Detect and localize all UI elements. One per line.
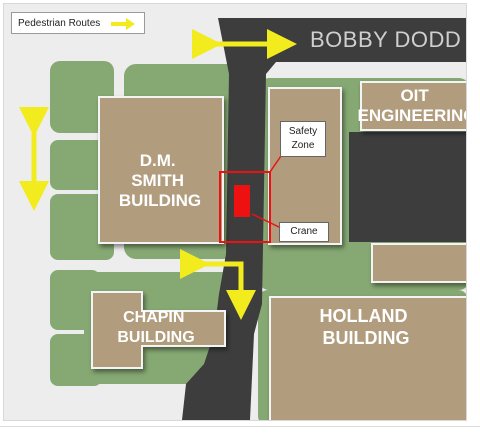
- campus-map: BOBBY DODD W D.M. SMITH BUILDING CHAPIN …: [3, 3, 467, 421]
- holland-building: [269, 296, 466, 420]
- street-name: BOBBY DODD W: [310, 27, 466, 52]
- oit-label: OIT ENGINEERING: [357, 86, 466, 125]
- holland-label-line2: BUILDING: [323, 328, 410, 348]
- route-arrow-icon: [111, 18, 135, 30]
- chapin-label: CHAPIN BUILDING: [117, 309, 194, 346]
- holland-label-line1: HOLLAND: [319, 306, 407, 326]
- legend-box: Pedestrian Routes: [11, 12, 145, 34]
- dm-smith-building: [98, 96, 224, 244]
- chapin-label-line2: BUILDING: [117, 329, 194, 346]
- oit-label-line2: ENGINEERING: [357, 106, 466, 125]
- crane-marker: [234, 185, 250, 217]
- pedestrian-routes: [19, 29, 297, 320]
- dm-smith-label-line1: D.M.: [140, 151, 176, 170]
- legend-label: Pedestrian Routes: [18, 17, 101, 29]
- safety-zone-callout-line2: Zone: [291, 140, 315, 151]
- dm-smith-label: D.M. SMITH BUILDING: [119, 151, 201, 210]
- building-shapes: [91, 81, 466, 420]
- crane-pointer: [251, 213, 282, 229]
- route-arrow-detour: [180, 249, 256, 320]
- dm-smith-label-line2: SMITH: [131, 171, 184, 190]
- safety-zone-callout: Safety Zone: [280, 121, 326, 157]
- safety-zone-box: [219, 171, 271, 243]
- chapin-label-line1: CHAPIN: [123, 309, 184, 326]
- east-building: [371, 243, 466, 283]
- dm-smith-label-line3: BUILDING: [119, 191, 201, 210]
- safety-zone-callout-line1: Safety: [288, 126, 318, 137]
- oit-engineering-building: [360, 81, 466, 131]
- divider: [0, 426, 480, 427]
- side-road: [349, 132, 466, 242]
- building-labels: D.M. SMITH BUILDING CHAPIN BUILDING HOLL…: [117, 86, 466, 348]
- map-canvas: BOBBY DODD W D.M. SMITH BUILDING CHAPIN …: [19, 18, 466, 420]
- holland-label: HOLLAND BUILDING: [319, 306, 412, 348]
- oit-label-line1: OIT: [400, 86, 429, 105]
- crane-callout: Crane: [279, 222, 329, 242]
- central-building: [268, 87, 342, 245]
